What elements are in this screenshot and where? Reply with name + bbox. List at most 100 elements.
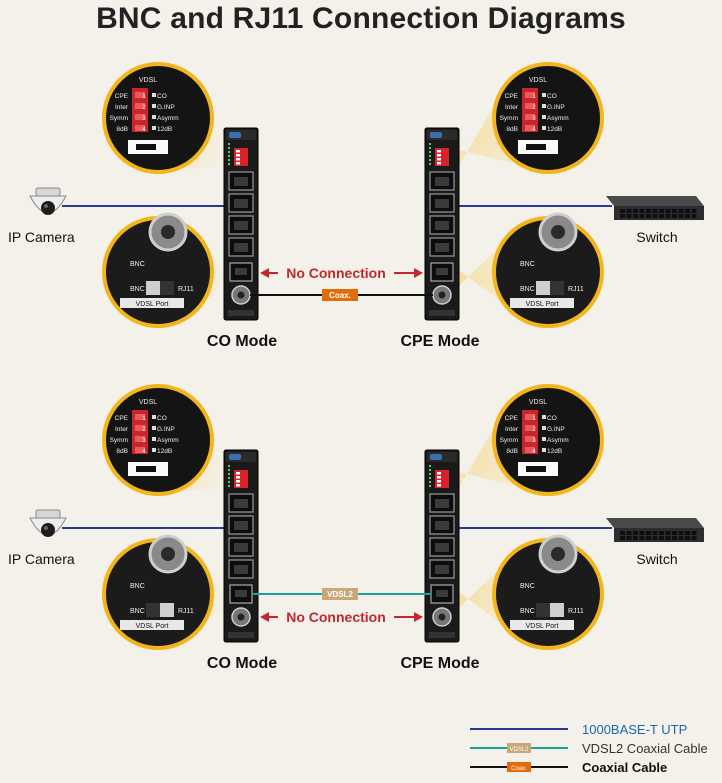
switch-port <box>620 536 625 540</box>
dip-right-label: Asymm <box>547 115 569 122</box>
arrow-head-left <box>260 612 269 622</box>
dip-label-marker <box>542 93 546 97</box>
dip-switch-toggle <box>437 150 441 153</box>
switch-port <box>691 536 697 540</box>
dip-number: 4 <box>142 127 146 133</box>
switch-port <box>639 214 645 218</box>
dip-switch-body <box>522 410 538 454</box>
converter-foot <box>429 632 455 638</box>
dip-toggle <box>525 447 535 453</box>
cable-tag-text: VDSL2 <box>327 590 353 599</box>
dip-number: 3 <box>532 116 536 122</box>
dip-toggle <box>135 103 145 109</box>
status-led <box>227 480 231 484</box>
status-led <box>227 154 231 158</box>
switch-port <box>691 209 697 213</box>
selector-knob <box>146 603 160 617</box>
co-converter <box>223 449 259 643</box>
legend-item: Coax.Coaxial Cable <box>470 760 667 775</box>
dip-left-label: 8dB <box>506 448 518 455</box>
status-led <box>428 150 432 154</box>
switch-port <box>633 214 638 218</box>
dip-panel-slot <box>526 144 546 150</box>
port-bnc-label: BNC <box>130 261 145 268</box>
dip-number: 1 <box>532 94 536 100</box>
network-switch <box>606 196 704 220</box>
bnc-connector-pin <box>438 291 446 299</box>
dip-left-label: Inter <box>505 426 519 433</box>
dip-label-marker <box>152 104 156 108</box>
dip-left-label: Symm <box>110 115 128 122</box>
dip-right-label: G.INP <box>157 426 175 433</box>
port-footer-label: VDSL Port <box>526 301 559 308</box>
dip-right-label: Asymm <box>547 437 569 444</box>
port-footer-bar <box>510 620 574 630</box>
dip-left-label: Inter <box>115 104 129 111</box>
cable-tag-text: Coax. <box>329 291 351 300</box>
rj45-port-contacts <box>435 177 449 186</box>
switch-port <box>620 209 625 213</box>
dip-label-marker <box>152 437 156 441</box>
dip-right-label: 12dB <box>157 126 172 133</box>
dip-header-label: VDSL <box>529 399 547 406</box>
switch-top <box>606 518 704 528</box>
dip-label-marker <box>542 448 546 452</box>
ip-camera <box>29 509 67 537</box>
switch-port <box>646 531 651 535</box>
switch-bnc-label: BNC <box>520 608 535 615</box>
bnc-closeup-center <box>551 547 565 561</box>
switch-port <box>659 536 664 540</box>
port-bnc-label: BNC <box>130 583 145 590</box>
dip-left-label: 8dB <box>506 126 518 133</box>
switch-port <box>646 214 651 218</box>
ip-camera-label: IP Camera <box>8 551 75 567</box>
rj11-port-contacts <box>436 268 448 275</box>
bnc-closeup-center <box>161 547 175 561</box>
dip-number: 4 <box>532 127 536 133</box>
dip-left-label: CPE <box>115 415 129 422</box>
dip-right-label: 12dB <box>547 448 562 455</box>
arrow-head-left <box>260 268 269 278</box>
camera-mount <box>35 187 61 197</box>
switch-rj11-label: RJ11 <box>178 608 194 615</box>
dip-switch-toggle <box>437 476 441 479</box>
legend-tag-text: Coax. <box>511 766 527 772</box>
rj45-port-contacts <box>234 243 248 252</box>
switch-label: Switch <box>636 551 677 567</box>
dip-right-label: CO <box>157 415 167 422</box>
dip-label-marker <box>542 126 546 130</box>
port-bnc-label: BNC <box>520 583 535 590</box>
switch-port <box>691 214 697 218</box>
switch-port <box>685 214 690 218</box>
dip-switch-toggle <box>236 476 240 479</box>
no-connection-indicator: No Connection <box>260 265 423 281</box>
dip-label-marker <box>542 115 546 119</box>
switch-top <box>606 196 704 206</box>
no-connection-label: No Connection <box>286 265 386 281</box>
switch-port <box>665 531 671 535</box>
bnc-closeup-center <box>161 225 175 239</box>
dip-switch-toggle <box>437 158 441 161</box>
converter-foot <box>228 310 254 316</box>
dip-label-marker <box>542 415 546 419</box>
rj45-port-contacts <box>234 199 248 208</box>
switch-port <box>665 536 671 540</box>
dip-number: 4 <box>142 449 146 455</box>
cpe-mode-label: CPE Mode <box>400 655 479 672</box>
dip-number: 3 <box>142 438 146 444</box>
port-footer-bar <box>120 620 184 630</box>
switch-port <box>626 531 632 535</box>
switch-port <box>652 536 658 540</box>
port-footer-label: VDSL Port <box>526 623 559 630</box>
dip-panel-slot <box>526 466 546 472</box>
dip-number: 3 <box>532 438 536 444</box>
dip-number: 2 <box>532 105 536 111</box>
ip-camera <box>29 187 67 215</box>
status-led <box>428 472 432 476</box>
dip-switch-toggle <box>236 158 240 161</box>
rj45-port-contacts <box>234 521 248 530</box>
dip-toggle <box>525 414 535 420</box>
ip-camera-label: IP Camera <box>8 229 75 245</box>
dip-label-marker <box>152 415 156 419</box>
switch-port <box>691 531 697 535</box>
